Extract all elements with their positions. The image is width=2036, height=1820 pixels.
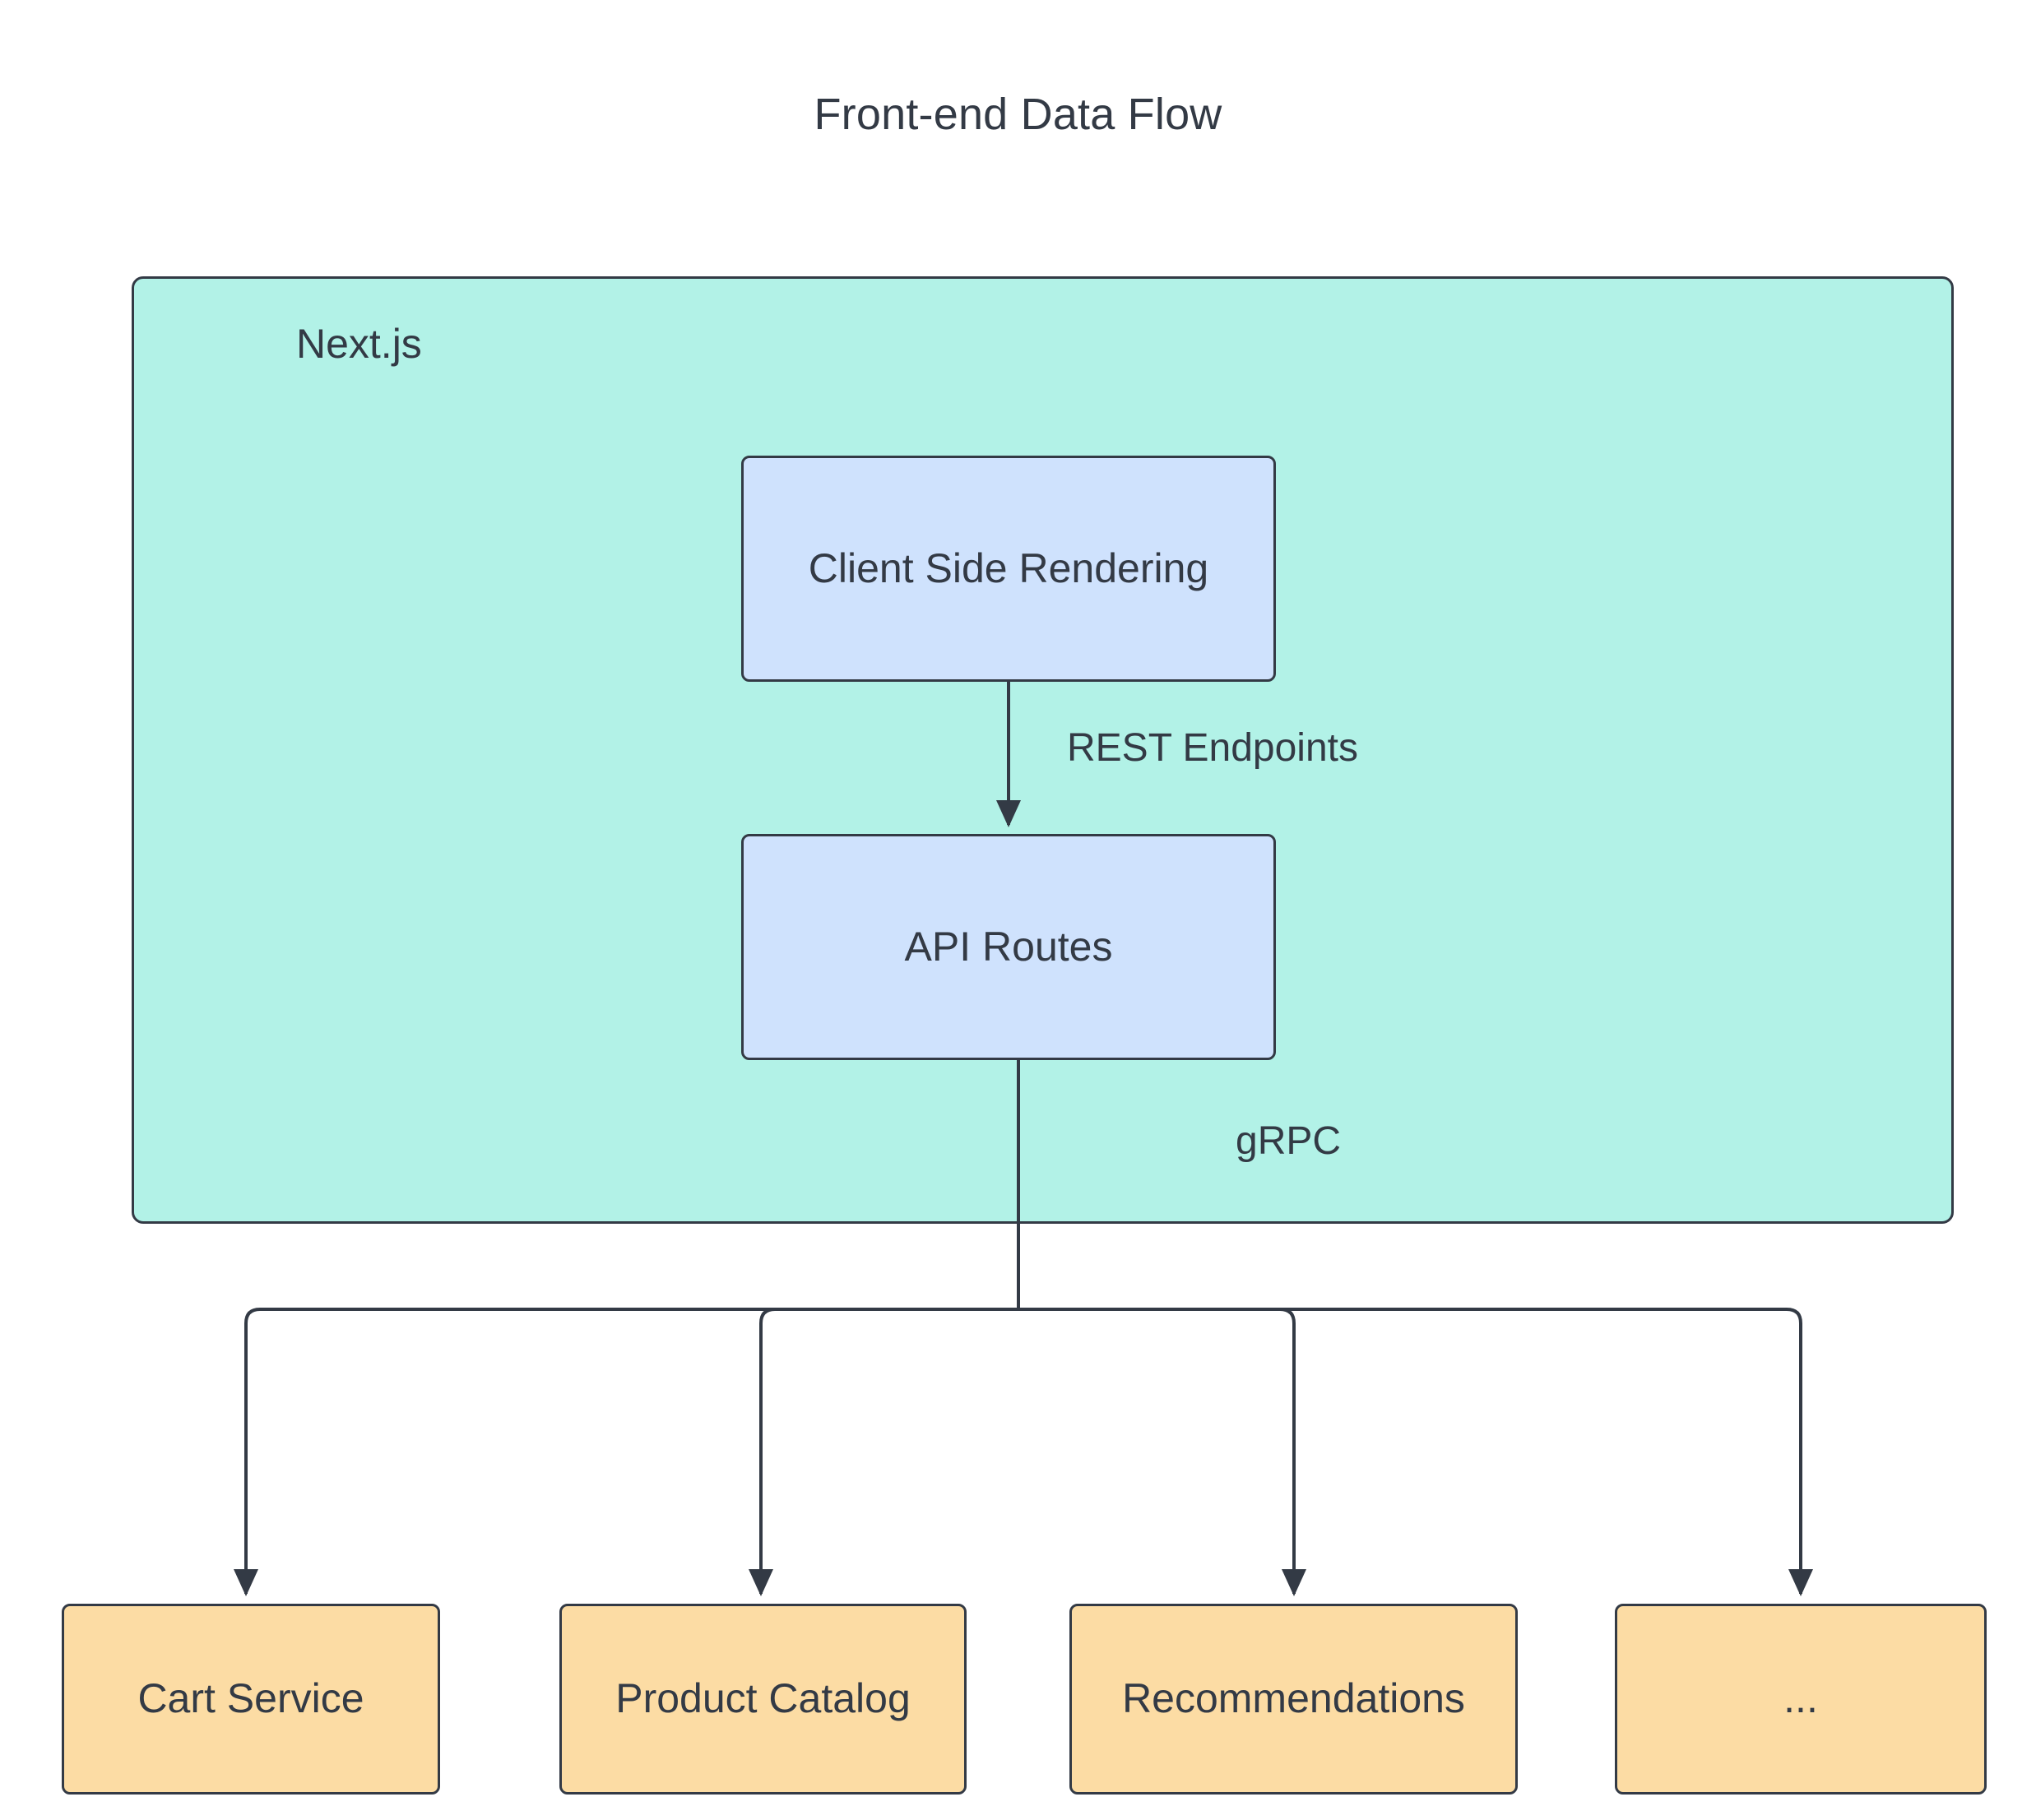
node-product-catalog[interactable]: Product Catalog [559, 1604, 967, 1795]
node-more-services[interactable]: ... [1615, 1604, 1987, 1795]
node-recommendations[interactable]: Recommendations [1069, 1604, 1518, 1795]
node-label: API Routes [904, 923, 1113, 970]
cluster-label-nextjs: Next.js [296, 321, 422, 367]
page-title: Front-end Data Flow [814, 90, 1222, 139]
edge-label-grpc: gRPC [1236, 1119, 1342, 1163]
node-label: Recommendations [1122, 1675, 1465, 1722]
node-cart-service[interactable]: Cart Service [62, 1604, 440, 1795]
node-label: ... [1783, 1675, 1818, 1722]
edge-api-to-cart [234, 1308, 1018, 1596]
node-label: Product Catalog [615, 1675, 911, 1722]
edge-api-to-more [1018, 1308, 1813, 1596]
cluster-nextjs [132, 276, 1954, 1224]
node-label: Client Side Rendering [808, 544, 1209, 591]
node-api-routes[interactable]: API Routes [741, 834, 1276, 1060]
edge-api-to-product-catalog [749, 1308, 1018, 1596]
edge-label-rest-endpoints: REST Endpoints [1067, 726, 1358, 770]
edge-api-to-recommendations [1018, 1308, 1306, 1596]
node-client-side-rendering[interactable]: Client Side Rendering [741, 456, 1276, 682]
node-label: Cart Service [137, 1675, 364, 1722]
